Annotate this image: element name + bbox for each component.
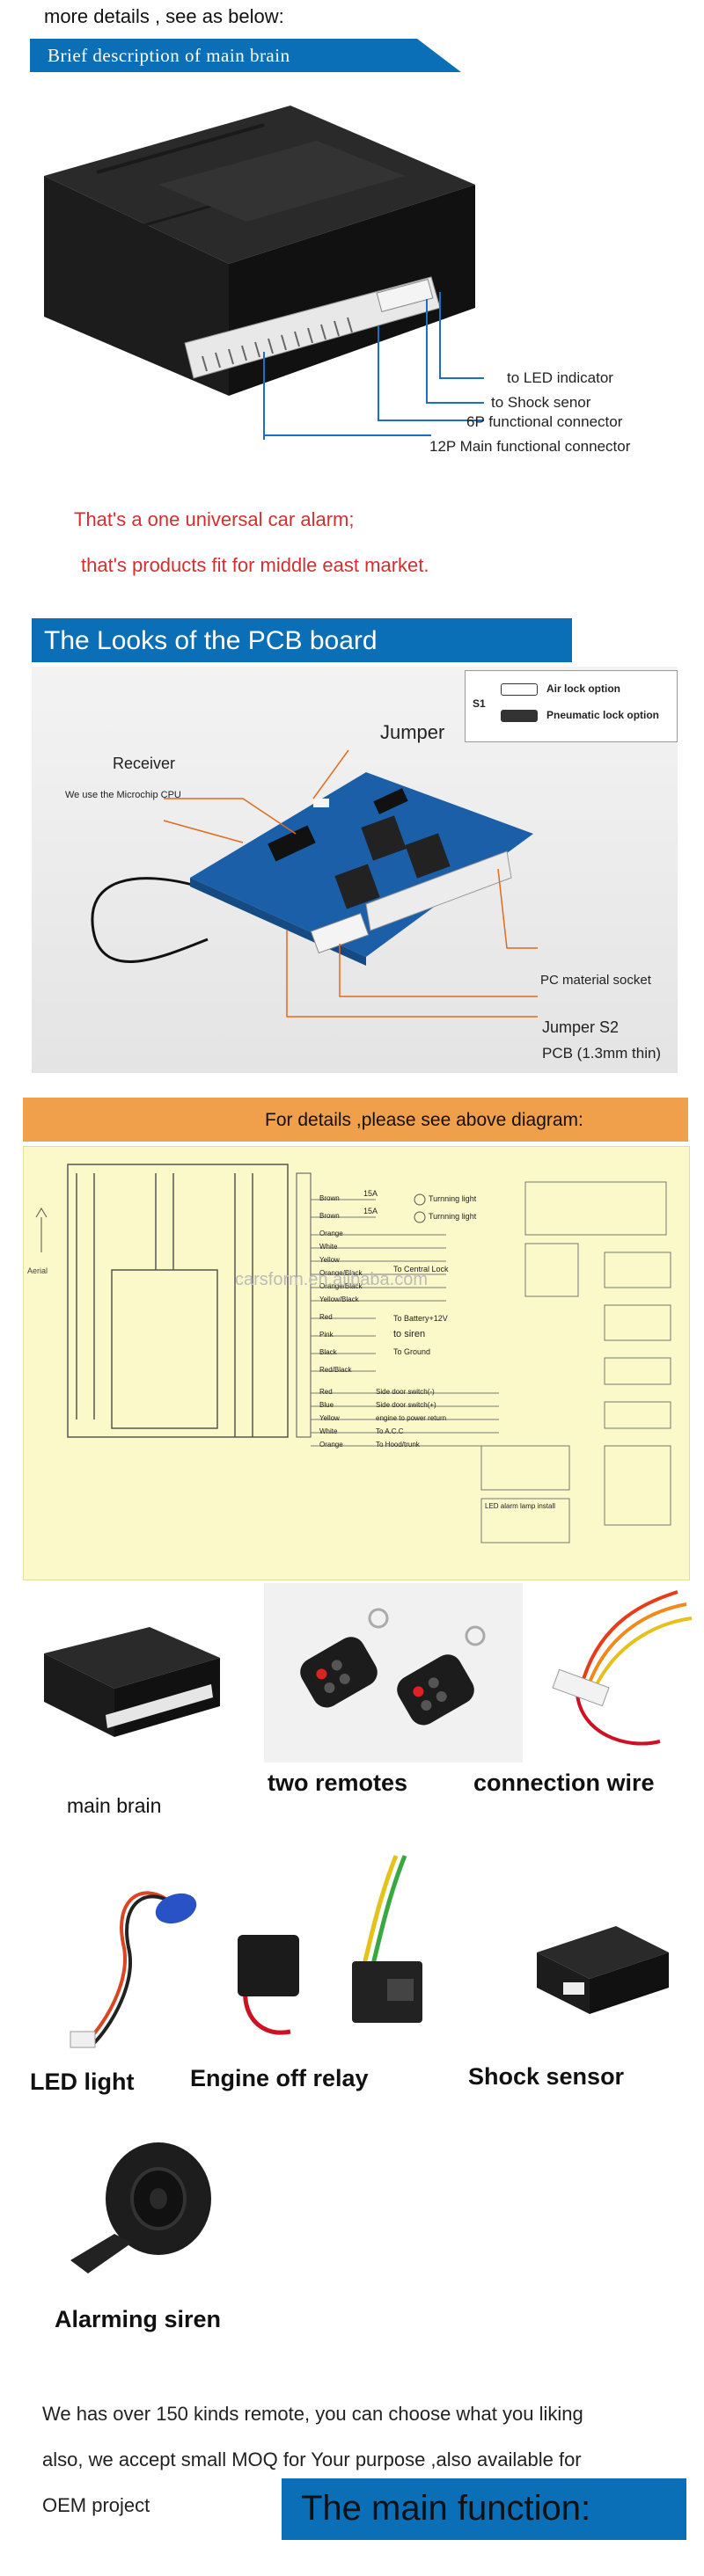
bottom-line-1: We has over 150 kinds remote, you can ch… [42, 2403, 583, 2425]
label-cpu: We use the Microchip CPU [65, 790, 181, 800]
bottom-wire-0: Red [319, 1388, 333, 1396]
central-lock-label: To Central Lock [393, 1265, 449, 1273]
callout-6p: 6P functional connector [466, 413, 623, 430]
bottom-wire-1: Blue [319, 1401, 334, 1409]
accessory-led-image [70, 1891, 197, 2048]
battery-label: To Battery+12V [393, 1314, 448, 1323]
accessory-relay-label: Engine off relay [190, 2065, 369, 2091]
bottom-label-3: To A.C.C [376, 1427, 404, 1435]
bottom-label-4: To Hood/trunk [376, 1441, 420, 1449]
accessory-remotes-image [300, 1608, 486, 1726]
wiring-diagram: Aerial Brown Brown Orange White Yellow O… [23, 1146, 690, 1580]
pneumatic-lock-icon [501, 710, 538, 722]
brief-banner [30, 39, 461, 72]
bottom-wire-2: Yellow [319, 1414, 340, 1422]
wire-label-10: Black [319, 1348, 337, 1356]
label-pcb: PCB (1.3mm thin) [542, 1045, 662, 1062]
main-function-text: The main function: [301, 2489, 591, 2528]
wire-label-2: Orange [319, 1230, 343, 1237]
accessory-led-label: LED light [30, 2069, 135, 2095]
callout-12p: 12P Main functional connector [429, 438, 631, 455]
pcb-board-image [91, 749, 538, 1018]
bottom-wire-3: White [319, 1427, 338, 1435]
bottom-label-1: Side door switch(+) [376, 1401, 436, 1409]
ground-label: To Ground [393, 1347, 431, 1356]
details-bar-text: For details ,please see above diagram: [265, 1110, 583, 1130]
brief-banner-title: Brief description of main brain [30, 39, 461, 72]
label-receiver: Receiver [113, 755, 176, 772]
siren-label: to siren [393, 1329, 426, 1339]
led-box-label: LED alarm lamp install [485, 1502, 556, 1510]
wire-label-3: White [319, 1243, 338, 1251]
bottom-label-0: Side door switch(-) [376, 1388, 435, 1396]
accessory-shock-label: Shock sensor [468, 2063, 625, 2090]
pcb-banner-text: The Looks of the PCB board [44, 626, 378, 655]
label-jumper: Jumper [380, 721, 445, 743]
intro-text: more details , see as below: [44, 5, 284, 27]
main-brain-image [44, 106, 484, 440]
wire-label-1: Brown [319, 1212, 340, 1220]
wire-label-7: Yellow/Black [319, 1295, 359, 1303]
accessory-remotes-label: two remotes [268, 1770, 408, 1796]
options-box: S1 Air lock option Pneumatic lock option [465, 670, 678, 742]
accessory-siren-label: Alarming siren [55, 2306, 222, 2332]
accessory-main-brain-label: main brain [67, 1794, 162, 1817]
wire-label-6: Orange/Black [319, 1282, 363, 1290]
option-pneumatic: Pneumatic lock option [546, 709, 660, 721]
accessory-siren-image [70, 2142, 211, 2273]
label-socket: PC material socket [540, 973, 651, 988]
callout-led: to LED indicator [507, 369, 613, 386]
option-air: Air lock option [546, 682, 620, 695]
bottom-label-2: engine to power return [376, 1414, 447, 1422]
statement-1: That's a one universal car alarm; [74, 508, 355, 530]
wire-label-9: Pink [319, 1331, 334, 1339]
fuse-label-1: 15A [363, 1207, 378, 1215]
bottom-line-3: OEM project [42, 2494, 150, 2516]
details-bar: For details ,please see above diagram: [23, 1098, 688, 1142]
bottom-line-2: also, we accept small MOQ for Your purpo… [42, 2448, 582, 2470]
wire-label-4: Yellow [319, 1256, 340, 1264]
accessory-wire-label: connection wire [473, 1770, 655, 1796]
wire-label-5: Orange/Black [319, 1269, 363, 1277]
accessory-wire-image [552, 1590, 693, 1746]
pcb-banner: The Looks of the PCB board [32, 618, 572, 662]
wiring-diagram-lines [35, 1164, 671, 1543]
diagram-watermark: carsform.en.alibaba.com [235, 1270, 428, 1289]
fuse-label-0: 15A [363, 1189, 378, 1198]
statement-2: that's products fit for middle east mark… [81, 554, 429, 576]
brief-banner-text: Brief description of main brain [48, 45, 290, 66]
wire-label-8: Red [319, 1313, 333, 1321]
wire-label-11: Red/Black [319, 1366, 352, 1374]
main-function-banner: The main function: [282, 2478, 686, 2540]
turn-label-0: Turnning light [429, 1194, 477, 1203]
accessory-main-brain-image [44, 1627, 220, 1737]
air-lock-icon [501, 683, 538, 696]
label-jumper-s2: Jumper S2 [542, 1018, 620, 1036]
diagram-aerial: Aerial [27, 1266, 48, 1275]
turn-label-1: Turnning light [429, 1212, 477, 1221]
option-s1: S1 [473, 697, 486, 710]
accessory-shock-image [537, 1926, 669, 2014]
accessory-relay-image [238, 1855, 422, 2035]
wire-label-0: Brown [319, 1194, 340, 1202]
callout-shock: to Shock senor [491, 394, 591, 411]
bottom-wire-4: Orange [319, 1441, 343, 1449]
callout-lines-extra [263, 352, 431, 436]
